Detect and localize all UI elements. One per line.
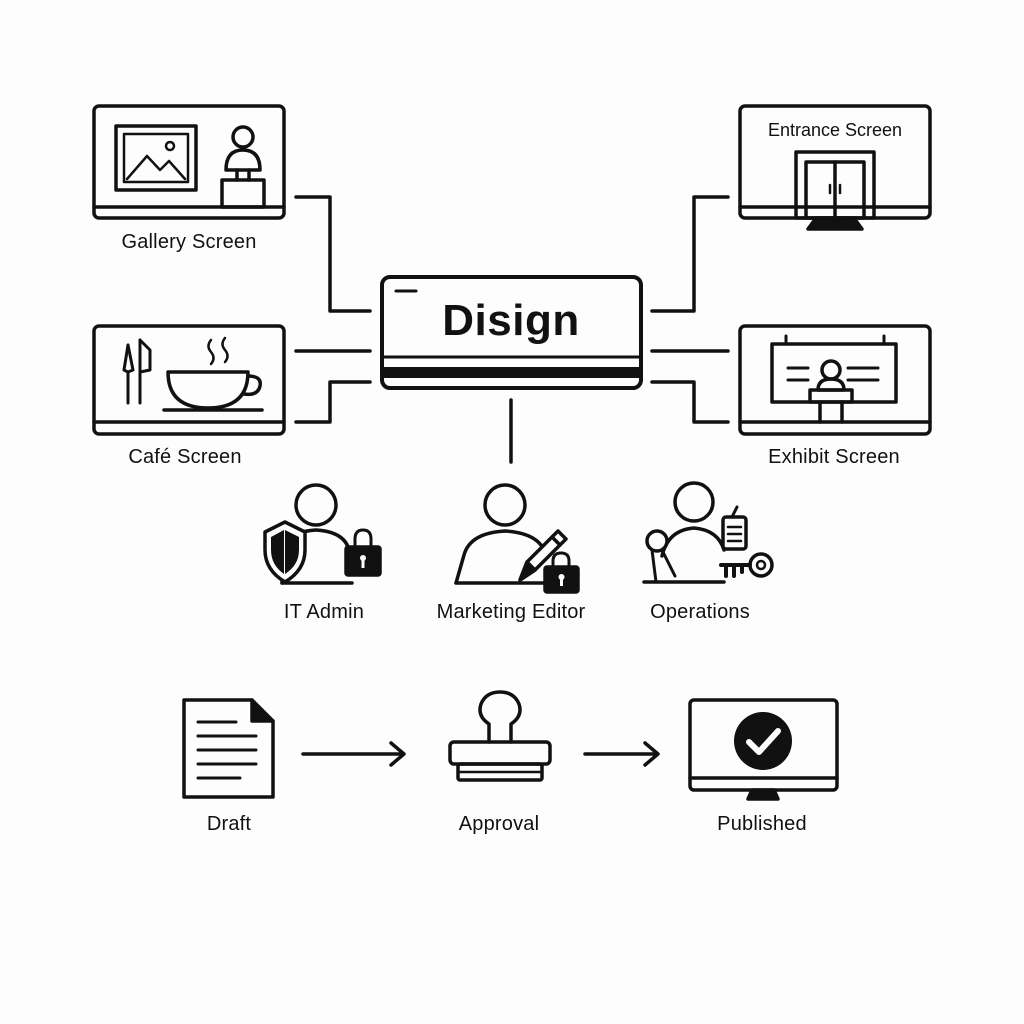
operations-label: Operations (650, 601, 750, 623)
arrow-approval-to-published (583, 741, 660, 767)
draft-document-icon (182, 698, 275, 799)
entrance-screen-label: Entrance Screen (767, 120, 903, 140)
it-admin-label: IT Admin (283, 601, 365, 623)
gallery-screen-icon (92, 104, 286, 220)
marketing-editor-icon (454, 483, 580, 594)
gallery-screen-label: Gallery Screen (121, 231, 257, 253)
it-admin-icon (263, 483, 382, 585)
marketing-editor-label: Marketing Editor (436, 601, 586, 623)
draft-label: Draft (206, 813, 252, 835)
published-label: Published (717, 813, 807, 835)
hub-device (380, 275, 643, 390)
cafe-screen-label: Café Screen (128, 446, 242, 468)
connector-exhibit-bottom (650, 380, 730, 424)
approval-label: Approval (458, 813, 540, 835)
approval-stamp-icon (448, 690, 552, 782)
cafe-screen-icon (92, 324, 286, 436)
connector-cafe-bottom (294, 380, 372, 424)
exhibit-screen-icon (738, 324, 932, 436)
hub-title: Disign (442, 296, 580, 345)
operations-icon (642, 481, 774, 584)
arrow-draft-to-approval (301, 741, 406, 767)
connector-gallery (294, 195, 372, 313)
connector-entrance (650, 195, 730, 313)
exhibit-screen-label: Exhibit Screen (768, 446, 900, 468)
published-monitor-icon (688, 698, 839, 801)
entrance-screen-icon (738, 104, 932, 231)
connectors (294, 195, 730, 464)
